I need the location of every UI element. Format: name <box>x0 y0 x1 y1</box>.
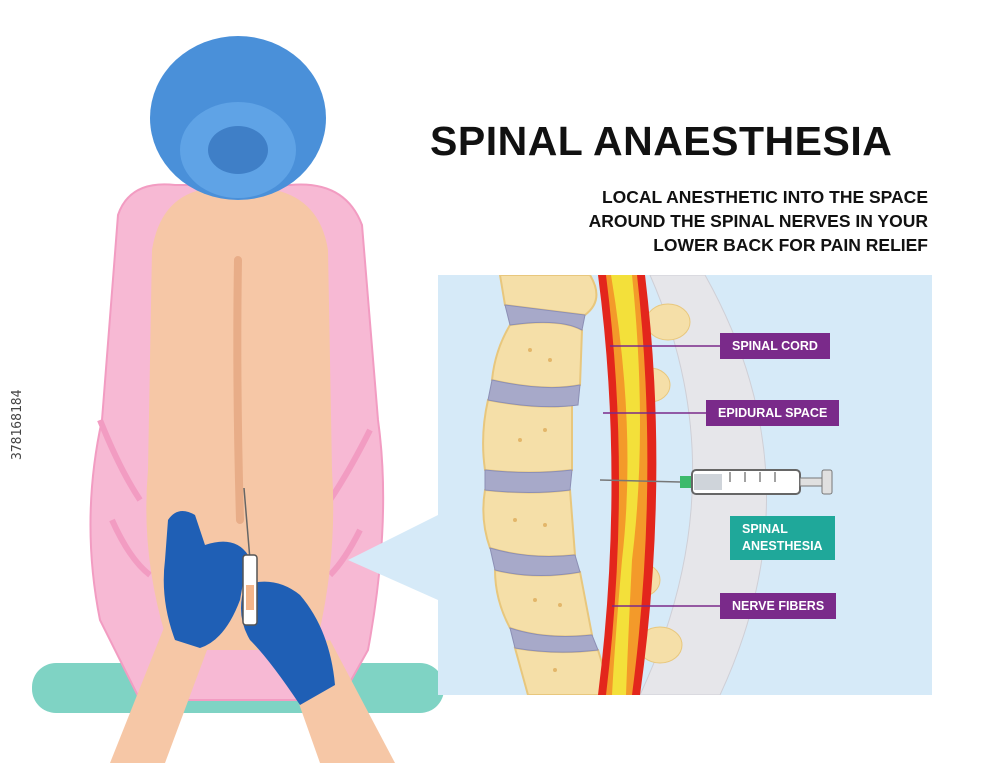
label-spinal-cord: SPINAL CORD <box>720 333 830 359</box>
label-spinal-anesthesia: SPINAL ANESTHESIA <box>730 516 835 560</box>
subtitle: LOCAL ANESTHETIC INTO THE SPACE AROUND T… <box>508 185 928 257</box>
page-title: SPINAL ANAESTHESIA <box>430 118 893 164</box>
label-spinal-anesthesia-line: ANESTHESIA <box>742 539 823 553</box>
intervertebral-discs <box>484 304 599 653</box>
subtitle-line: LOCAL ANESTHETIC INTO THE SPACE <box>601 187 928 207</box>
vertebral-bodies <box>482 275 614 695</box>
glove-right <box>241 581 335 705</box>
label-nerve-fibers: NERVE FIBERS <box>720 593 837 619</box>
subtitle-line: LOWER BACK FOR PAIN RELIEF <box>653 235 928 255</box>
label-epidural-space: EPIDURAL SPACE <box>706 400 840 426</box>
spinal-cord <box>611 275 640 695</box>
subtitle-line: AROUND THE SPINAL NERVES IN YOUR <box>588 211 928 231</box>
label-spinal-anesthesia-line: SPINAL <box>742 522 788 536</box>
stock-id: 378168184 <box>10 389 25 460</box>
glove-left <box>163 511 248 648</box>
callout-pointer <box>348 515 438 600</box>
